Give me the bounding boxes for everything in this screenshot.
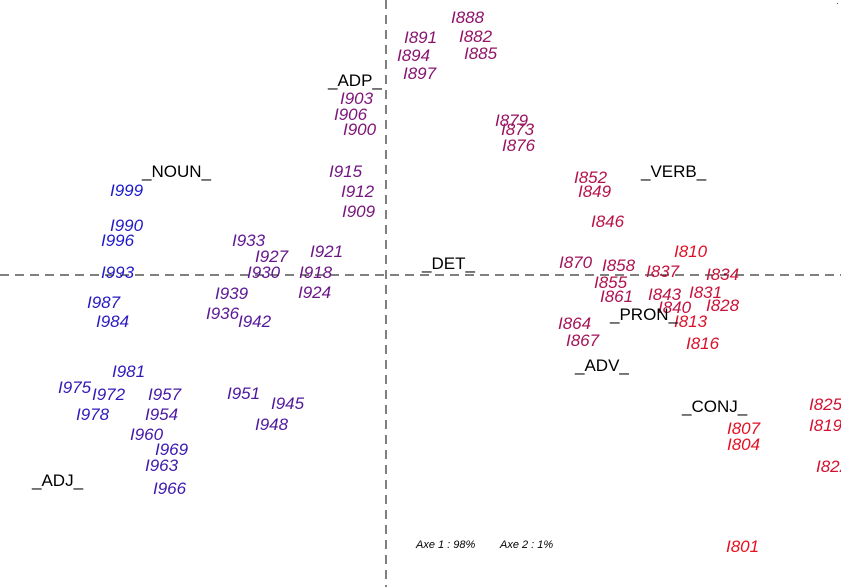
year-point-i810: I810 [674,242,708,261]
year-point-i945: I945 [271,394,305,413]
year-point-i948: I948 [255,415,289,434]
year-point-i891: I891 [404,28,437,47]
category-label-adp: _ADP_ [327,71,382,90]
year-point-i822: I822 [816,457,841,476]
year-point-i984: I984 [96,312,129,331]
year-point-i930: I930 [247,263,281,282]
year-point-i879: I879 [495,111,529,130]
year-point-i840: I840 [658,298,692,317]
year-point-i987: I987 [87,293,121,312]
year-point-i918: I918 [299,263,333,282]
year-point-i957: I957 [148,385,182,404]
year-point-i846: I846 [591,212,625,231]
axis1-inertia-label: Axe 1 : 98% [415,539,476,551]
category-label-det: _DET_ [421,254,475,273]
year-point-i870: I870 [559,253,593,272]
year-point-i939: I939 [215,284,249,303]
year-point-i864: I864 [558,314,591,333]
year-point-i837: I837 [646,262,680,281]
year-point-i834: I834 [706,265,739,284]
year-point-i885: I885 [464,44,498,63]
year-point-i927: I927 [255,247,289,266]
year-point-i876: I876 [502,136,536,155]
year-point-i912: I912 [341,182,375,201]
year-point-i942: I942 [238,312,272,331]
year-point-i873: I873 [501,120,535,139]
year-point-i915: I915 [329,162,363,181]
year-point-i861: I861 [600,287,633,306]
corner-mark-icon: · [836,0,839,8]
category-label-noun: _NOUN_ [141,162,212,181]
year-point-i981: I981 [112,362,145,381]
year-point-i969: I969 [155,440,189,459]
year-point-i924: I924 [298,283,331,302]
year-point-i816: I816 [686,334,720,353]
year-point-i936: I936 [206,304,240,323]
year-point-i819: I819 [809,416,841,435]
category-label-adj: _ADJ_ [31,471,84,490]
year-point-i843: I843 [648,285,682,304]
year-point-i999: I999 [110,181,144,200]
year-point-i921: I921 [310,242,343,261]
year-point-i996: I996 [101,231,135,250]
year-point-i966: I966 [153,479,187,498]
category-label-adv: _ADV_ [574,356,629,375]
year-point-i960: I960 [130,425,164,444]
year-point-i849: I849 [578,182,612,201]
year-point-i906: I906 [334,105,368,124]
year-point-i900: I900 [343,120,377,139]
year-point-i909: I909 [342,202,376,221]
category-label-verb: _VERB_ [640,162,707,181]
year-point-i825: I825 [809,395,841,414]
year-point-i972: I972 [92,385,126,404]
year-point-i852: I852 [574,168,608,187]
year-point-i807: I807 [727,419,761,438]
year-point-i993: I993 [101,263,135,282]
year-point-i828: I828 [706,296,740,315]
year-point-i867: I867 [566,331,600,350]
axis2-inertia-label: Axe 2 : 1% [499,539,553,551]
year-point-i933: I933 [232,231,266,250]
year-point-i882: I882 [459,27,493,46]
year-point-i903: I903 [340,89,374,108]
year-point-i804: I804 [727,435,760,454]
year-point-i975: I975 [58,378,92,397]
year-point-i813: I813 [674,312,708,331]
category-label-conj: _CONJ_ [681,397,748,416]
year-point-i888: I888 [451,8,485,27]
year-point-i951: I951 [227,384,260,403]
year-point-i801: I801 [726,537,759,556]
year-point-i897: I897 [403,64,437,83]
year-point-i831: I831 [689,283,722,302]
year-point-i978: I978 [76,405,110,424]
year-point-i894: I894 [397,46,430,65]
category-labels-layer: _ADP_ _NOUN_ _VERB_ _DET_ _PRON_ _ADV_ _CONJ_ _… [31,71,748,490]
year-point-i858: I858 [602,256,636,275]
year-point-i990: I990 [110,216,144,235]
year-point-i954: I954 [145,405,178,424]
year-point-i963: I963 [145,456,179,475]
category-label-pron: _PRON_ [609,305,679,324]
year-point-i855: I855 [594,273,628,292]
